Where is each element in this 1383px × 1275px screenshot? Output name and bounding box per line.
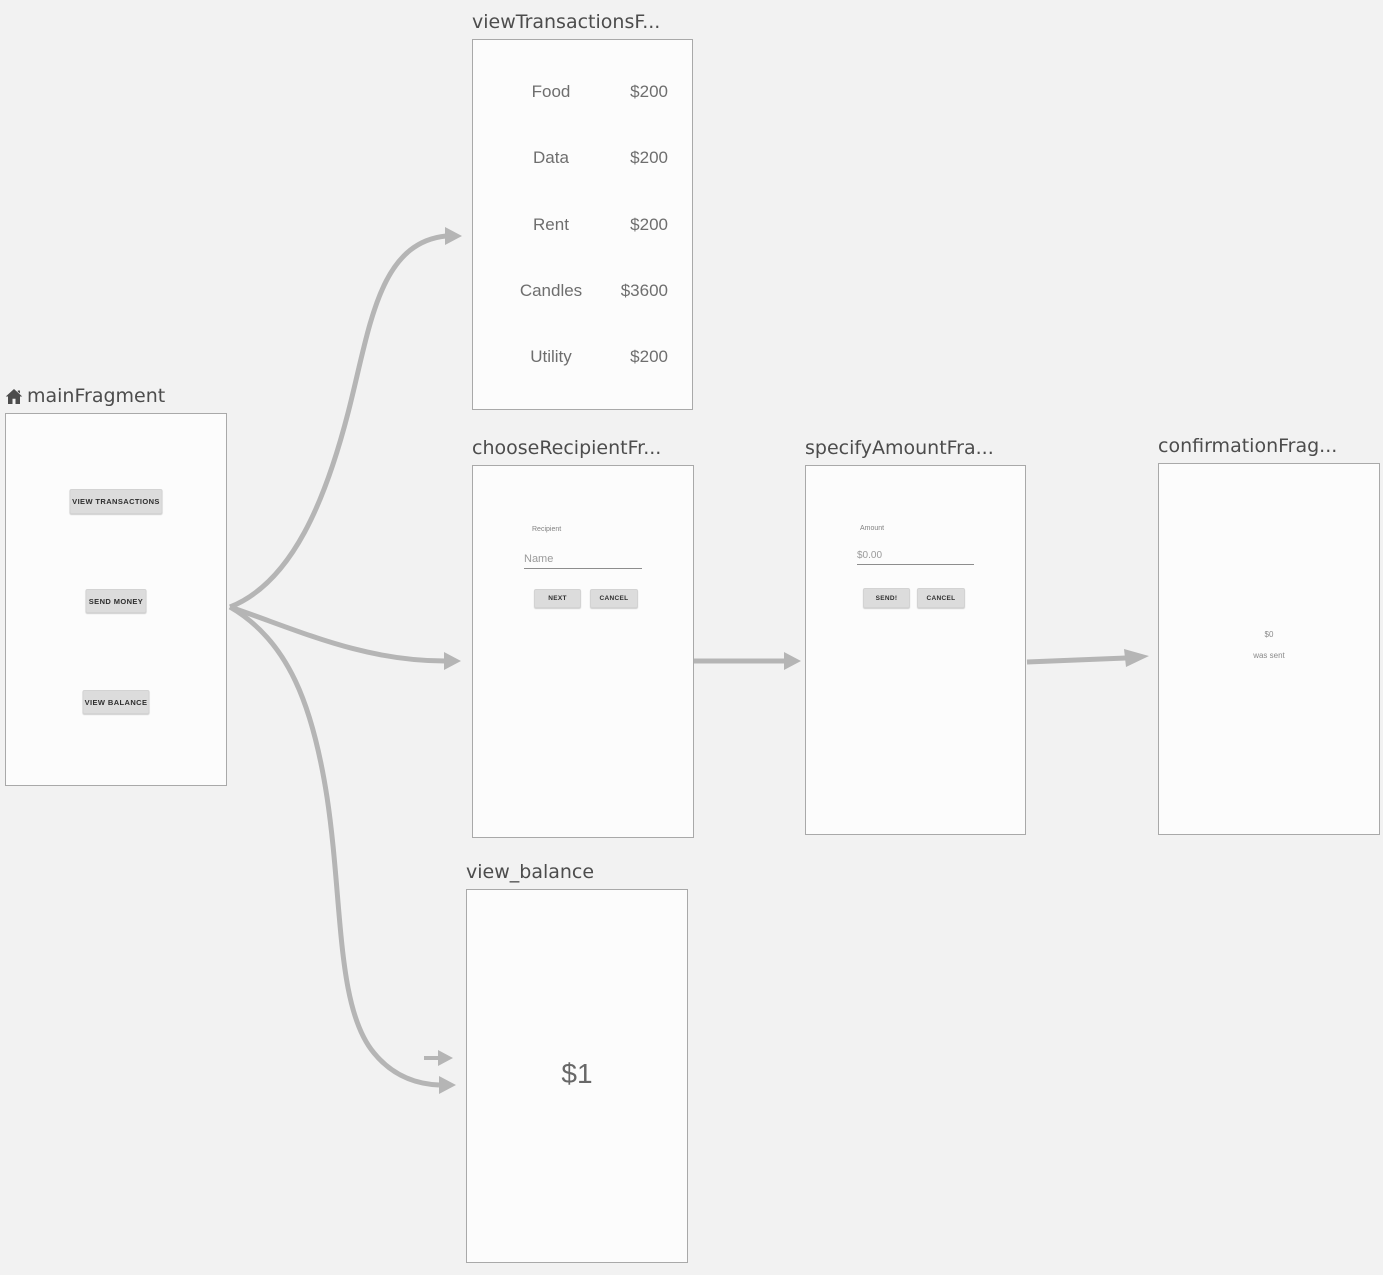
- amount-field-label: Amount: [860, 525, 885, 532]
- next-button[interactable]: NEXT: [534, 589, 581, 608]
- transaction-amount: $200: [630, 347, 668, 366]
- action-arrow-choose-recipient-to-specify-amount[interactable]: [694, 652, 801, 670]
- fragment-confirmation[interactable]: confirmationFrag... $0 was sent: [1158, 435, 1380, 835]
- amount-input[interactable]: [857, 550, 974, 565]
- fragment-view-balance[interactable]: view_balance $1: [466, 861, 688, 1263]
- cancel-button[interactable]: CANCEL: [917, 588, 965, 608]
- transaction-label: Data: [533, 148, 569, 167]
- fragment-main-preview[interactable]: VIEW TRANSACTIONS SEND MONEY VIEW BALANC…: [5, 413, 227, 786]
- transaction-row: Food $200: [473, 82, 692, 106]
- fragment-main[interactable]: mainFragment VIEW TRANSACTIONS SEND MONE…: [5, 385, 227, 786]
- fragment-confirmation-preview[interactable]: $0 was sent: [1158, 463, 1380, 835]
- transaction-row: Rent $200: [473, 215, 692, 239]
- fragment-main-title[interactable]: mainFragment: [5, 385, 227, 407]
- confirmation-message-text: was sent: [1253, 651, 1285, 660]
- transaction-amount: $200: [630, 82, 668, 101]
- fragment-view-transactions-preview[interactable]: Food $200 Data $200 Rent $200 Candles $3…: [472, 39, 693, 410]
- fragment-view-balance-preview[interactable]: $1: [466, 889, 688, 1263]
- fragment-title-label: chooseRecipientFr...: [472, 437, 662, 459]
- fragment-choose-recipient-title[interactable]: chooseRecipientFr...: [472, 437, 694, 459]
- view-balance-button[interactable]: VIEW BALANCE: [82, 690, 150, 714]
- fragment-title-label: confirmationFrag...: [1158, 435, 1338, 457]
- transaction-amount: $200: [630, 215, 668, 234]
- transaction-label: Utility: [530, 347, 572, 366]
- cancel-button[interactable]: CANCEL: [590, 589, 638, 608]
- home-icon: [5, 388, 23, 405]
- view-transactions-button[interactable]: VIEW TRANSACTIONS: [69, 489, 163, 514]
- send-button[interactable]: SEND!: [863, 588, 910, 608]
- action-arrow-main-to-choose-recipient[interactable]: [229, 604, 461, 670]
- balance-amount-text: $1: [561, 1058, 593, 1089]
- fragment-confirmation-title[interactable]: confirmationFrag...: [1158, 435, 1380, 457]
- fragment-view-transactions-title[interactable]: viewTransactionsF...: [472, 11, 693, 33]
- fragment-choose-recipient-preview[interactable]: Recipient NEXT CANCEL: [472, 465, 694, 838]
- recipient-field-label: Recipient: [532, 526, 562, 533]
- transaction-label: Rent: [533, 215, 569, 234]
- fragment-title-label: viewTransactionsF...: [472, 11, 661, 33]
- fragment-view-transactions[interactable]: viewTransactionsF... Food $200 Data $200…: [472, 11, 693, 410]
- fragment-title-label: mainFragment: [27, 385, 166, 407]
- transaction-row: Candles $3600: [473, 281, 692, 305]
- transaction-amount: $3600: [620, 281, 668, 300]
- transaction-label: Candles: [519, 281, 583, 300]
- fragment-specify-amount[interactable]: specifyAmountFra... Amount SEND! CANCEL: [805, 437, 1026, 835]
- action-arrow-main-to-view-transactions[interactable]: [229, 227, 462, 610]
- action-arrow-stub-to-view-balance[interactable]: [424, 1050, 453, 1066]
- send-money-button[interactable]: SEND MONEY: [85, 589, 147, 613]
- transaction-row: Utility $200: [473, 347, 692, 371]
- action-arrow-specify-amount-to-confirmation[interactable]: [1026, 649, 1149, 667]
- confirmation-amount-text: $0: [1264, 630, 1274, 639]
- fragment-specify-amount-title[interactable]: specifyAmountFra...: [805, 437, 1026, 459]
- transaction-amount: $200: [630, 148, 668, 167]
- transaction-label: Food: [531, 82, 571, 101]
- action-arrow-main-to-view-balance[interactable]: [228, 604, 456, 1094]
- transaction-row: Data $200: [473, 148, 692, 172]
- fragment-title[interactable]: view_balance: [466, 861, 688, 883]
- fragment-title-label: specifyAmountFra...: [805, 437, 994, 459]
- recipient-name-input[interactable]: [524, 553, 642, 569]
- fragment-specify-amount-preview[interactable]: Amount SEND! CANCEL: [805, 465, 1026, 835]
- fragment-choose-recipient[interactable]: chooseRecipientFr... Recipient NEXT CANC…: [472, 437, 694, 838]
- fragment-title-label: view_balance: [466, 861, 595, 883]
